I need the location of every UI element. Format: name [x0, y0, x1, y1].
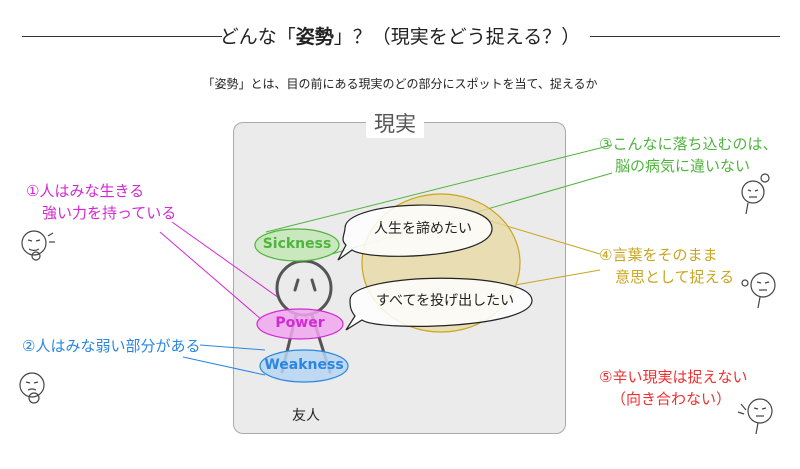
sickness-label: Sickness	[262, 236, 332, 252]
weakness-ellipse	[259, 349, 349, 383]
face-doodle-left-top	[21, 230, 55, 261]
face-doodle-left-bottom	[19, 372, 45, 404]
title-rule-right	[590, 36, 780, 37]
speech-bubble-give-up	[337, 204, 493, 261]
note-not-face-reality: ⑤辛い現実は捉えない （向き合わない）	[599, 366, 747, 410]
weakness-label: Weakness	[264, 357, 344, 373]
reality-label: 現実	[366, 108, 424, 138]
connector-green-top	[265, 144, 613, 233]
note-take-literally-line2: 意思として捉える	[615, 268, 735, 286]
connector-blue-bottom	[182, 356, 266, 376]
note-not-face-reality-line2: （向き合わない）	[611, 390, 732, 408]
note-strong-power: ①人はみな生きる 強い力を持っている	[26, 180, 176, 224]
connector-gold-bottom	[514, 269, 601, 286]
face-doodle-right-bottom	[737, 398, 773, 435]
note-take-literally: ④言葉をそのまま 意思として捉える	[599, 244, 734, 288]
page-subtitle: 「姿勢」とは、目の前にある現実のどの部分にスポットを当て、捉えるか	[202, 77, 598, 91]
power-label: Power	[275, 315, 325, 331]
note-strong-power-line2: 強い力を持っている	[42, 204, 177, 222]
page-title: どんな「姿勢」？（現実をどう捉える？）	[219, 26, 581, 48]
note-weak-part: ②人はみな弱い部分がある	[22, 335, 200, 357]
note-brain-illness: ③こんなに落ち込むのは、 脳の病気に違いない	[599, 133, 777, 177]
friend-label: 友人	[292, 408, 320, 424]
note-take-literally-line1: ④言葉をそのまま	[599, 246, 718, 264]
face-doodle-right-middle	[741, 272, 776, 309]
bubble-text-give-up: 人生を諦めたい	[374, 221, 472, 237]
connector-magenta-top	[159, 231, 263, 321]
speech-bubble-throw-away	[345, 277, 533, 331]
sickness-ellipse	[254, 228, 340, 262]
note-brain-illness-line1: ③こんなに落ち込むのは、	[599, 135, 778, 153]
connector-blue-top	[199, 344, 266, 351]
bubble-text-throw-away: すべてを投げ出したい	[376, 293, 515, 309]
face-doodle-right-top	[741, 173, 770, 215]
note-strong-power-line1: ①人はみな生きる	[26, 182, 145, 200]
note-weak-part-line1: ②人はみな弱い部分がある	[22, 337, 201, 355]
note-not-face-reality-line1: ⑤辛い現実は捉えない	[599, 368, 748, 386]
note-brain-illness-line2: 脳の病気に違いない	[615, 157, 751, 175]
title-rule-left	[22, 36, 222, 37]
power-ellipse	[256, 308, 344, 340]
